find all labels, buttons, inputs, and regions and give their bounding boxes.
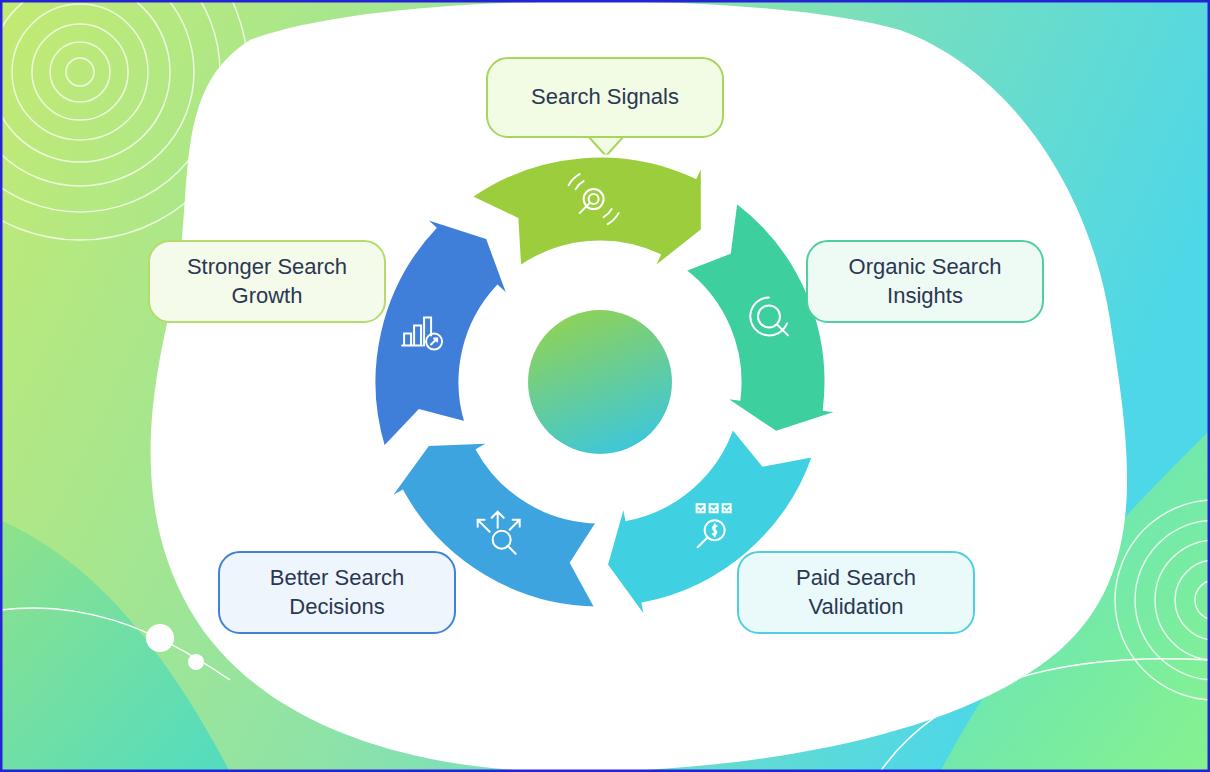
stage-box: Better Search Decisions bbox=[218, 551, 456, 634]
orbit-dots bbox=[0, 608, 1210, 772]
stage-box: Organic Search Insights bbox=[806, 240, 1044, 323]
cycle-arrow bbox=[470, 156, 702, 270]
stage-label: Organic Search Insights bbox=[826, 253, 1024, 310]
stage-icons bbox=[402, 174, 788, 554]
stage-box: Stronger Search Growth bbox=[148, 240, 386, 323]
stage-box: Search Signals bbox=[486, 57, 724, 138]
stage-label: Paid Search Validation bbox=[757, 564, 955, 621]
ripple-circles bbox=[0, 0, 248, 240]
growth-icon bbox=[402, 318, 442, 350]
stage-label: Stronger Search Growth bbox=[168, 253, 366, 310]
decision-icon bbox=[478, 512, 520, 554]
callout-pointer bbox=[588, 136, 624, 156]
stage-label: Search Signals bbox=[531, 83, 679, 112]
hub-circle bbox=[528, 310, 672, 454]
stage-box: Paid Search Validation bbox=[737, 551, 975, 634]
signal-icon bbox=[569, 174, 619, 224]
search-icon bbox=[750, 297, 788, 335]
validation-icon bbox=[697, 504, 731, 547]
white-blob bbox=[151, 1, 1127, 772]
cycle-arrow bbox=[374, 217, 509, 448]
ripple-circles bbox=[1115, 500, 1210, 700]
stage-label: Better Search Decisions bbox=[238, 564, 436, 621]
